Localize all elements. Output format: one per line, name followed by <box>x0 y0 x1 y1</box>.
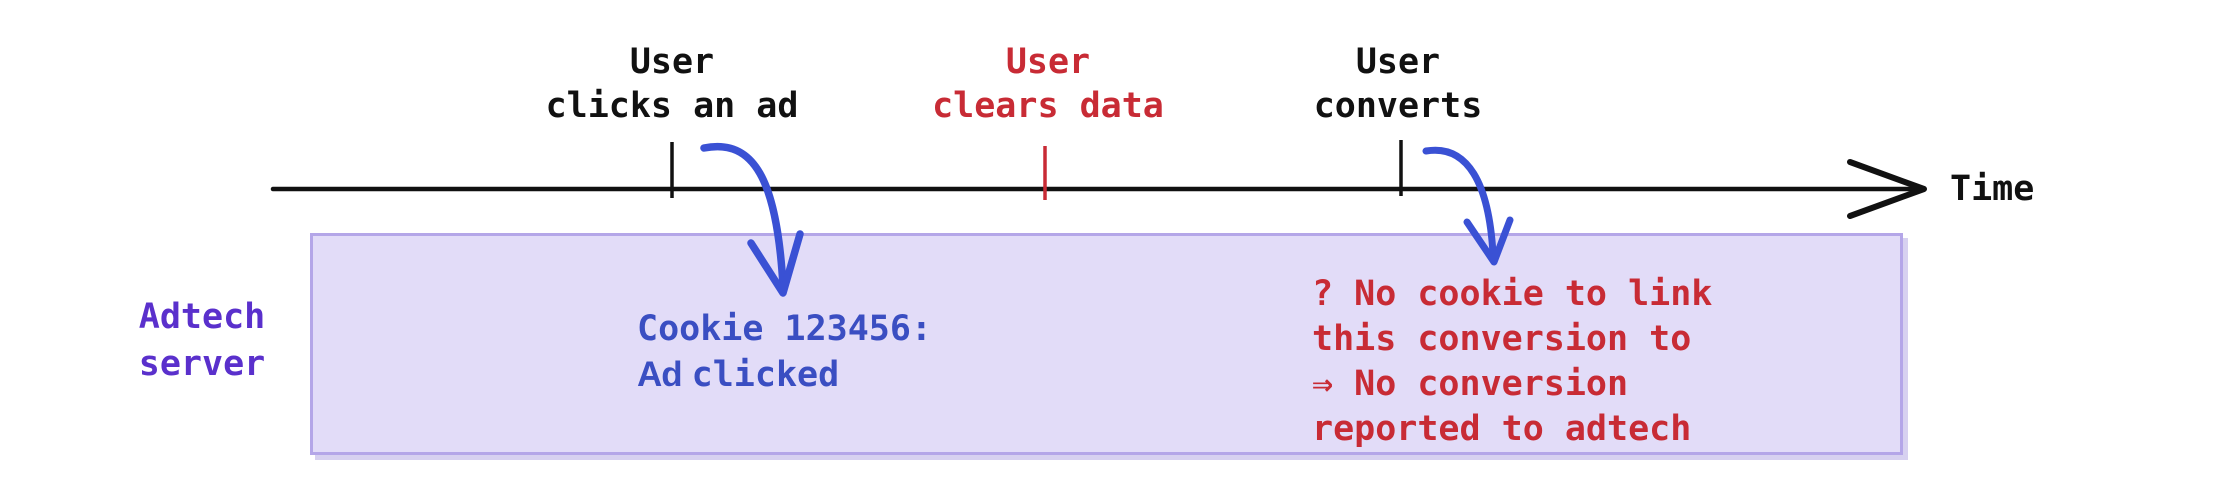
event-label-line: clicks an ad <box>545 86 799 126</box>
time-axis-label: Time <box>1950 169 2035 209</box>
event-label-line: clears data <box>932 86 1164 126</box>
cookie-note-line: Cookie 123456: <box>637 309 933 349</box>
no-conversion-note-line: this conversion to <box>1312 319 1692 359</box>
event-label-converts: User converts <box>1098 40 1698 128</box>
cookie-note-clicked-word: clicked <box>691 355 840 395</box>
adtech-server-label-line: Adtech <box>138 297 266 337</box>
adtech-server-label-line: server <box>138 344 266 384</box>
event-label-clears-data: User clears data <box>748 40 1348 128</box>
no-conversion-note-line: reported to adtech <box>1312 409 1692 449</box>
adtech-server-label: Adtech server <box>2 294 402 388</box>
cookie-note-ad-word: Ad <box>637 355 683 394</box>
event-label-clicks-ad: User clicks an ad <box>372 40 972 128</box>
no-conversion-note: ? No cookie to link this conversion to ⇒… <box>1312 272 1712 452</box>
event-label-line: User <box>1005 42 1091 82</box>
no-conversion-note-line: ? No cookie to link <box>1312 274 1713 314</box>
event-label-line: User <box>1355 42 1441 82</box>
event-label-line: converts <box>1313 86 1483 126</box>
timeline-arrowhead-icon <box>1847 159 1927 219</box>
event-label-line: User <box>629 42 715 82</box>
no-conversion-note-line: ⇒ No conversion <box>1312 364 1629 404</box>
adtech-server-box <box>310 233 1903 455</box>
